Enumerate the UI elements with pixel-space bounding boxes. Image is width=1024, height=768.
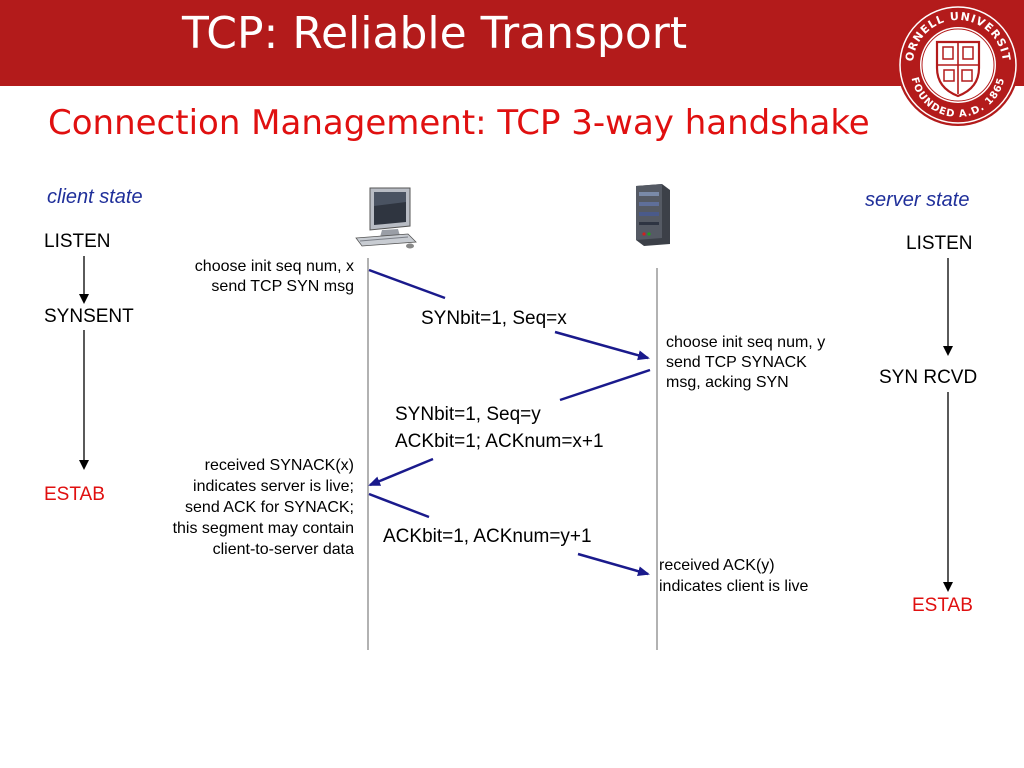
slide-subtitle: Connection Management: TCP 3-way handsha… — [48, 103, 870, 143]
client-state-label: client state — [47, 186, 143, 208]
ack-arrow-segment — [368, 492, 430, 519]
message-line: SYNbit=1, Seq=y — [395, 404, 541, 425]
client-state-listen: LISTEN — [44, 231, 111, 252]
synack-arrow — [368, 457, 434, 487]
header-bar — [0, 0, 1024, 86]
note-line: msg, acking SYN — [666, 374, 789, 391]
syn-arrow — [554, 330, 650, 361]
note-line: choose init seq num, y — [666, 334, 826, 351]
server-note-ack-received: received ACK(y) indicates client is live — [659, 555, 808, 597]
note-line: indicates server is live; — [193, 478, 354, 495]
note-line: received ACK(y) — [659, 557, 775, 574]
client-note-syn: choose init seq num, x send TCP SYN msg — [195, 257, 354, 297]
server-state-label: server state — [865, 189, 970, 211]
client-state-estab: ESTAB — [44, 484, 105, 505]
message-label-syn: SYNbit=1, Seq=x — [421, 308, 567, 329]
desktop-computer-icon — [355, 187, 417, 249]
message-label-ack: ACKbit=1, ACKnum=y+1 — [383, 526, 592, 547]
server-state-syn-rcvd: SYN RCVD — [879, 367, 978, 388]
server-state-estab: ESTAB — [912, 595, 973, 616]
note-line: send TCP SYN msg — [211, 278, 354, 295]
note-line: send TCP SYNACK — [666, 354, 807, 371]
server-tower-icon — [636, 184, 670, 246]
note-line: choose init seq num, x — [194, 258, 354, 275]
note-line: indicates client is live — [659, 578, 809, 595]
syn-arrow-segment — [368, 268, 446, 300]
note-line: send ACK for SYNACK; — [185, 499, 354, 516]
ack-arrow — [577, 552, 650, 577]
message-label-synack: SYNbit=1, Seq=y ACKbit=1; ACKnum=x+1 — [395, 401, 604, 455]
server-note-synack: choose init seq num, y send TCP SYNACK m… — [666, 333, 825, 393]
note-line: received SYNACK(x) — [204, 457, 354, 474]
server-state-listen: LISTEN — [906, 233, 973, 254]
note-line: this segment may contain — [172, 520, 354, 537]
client-state-synsent: SYNSENT — [44, 306, 134, 327]
cornell-seal-logo: CORNELL UNIVERSITY FOUNDED A.D. 1865 — [895, 2, 1019, 126]
synack-arrow-segment — [559, 368, 651, 402]
message-line: ACKbit=1; ACKnum=x+1 — [395, 431, 604, 452]
slide-title: TCP: Reliable Transport — [182, 8, 688, 59]
client-note-synack-received: received SYNACK(x) indicates server is l… — [173, 455, 354, 560]
note-line: client-to-server data — [212, 541, 354, 558]
